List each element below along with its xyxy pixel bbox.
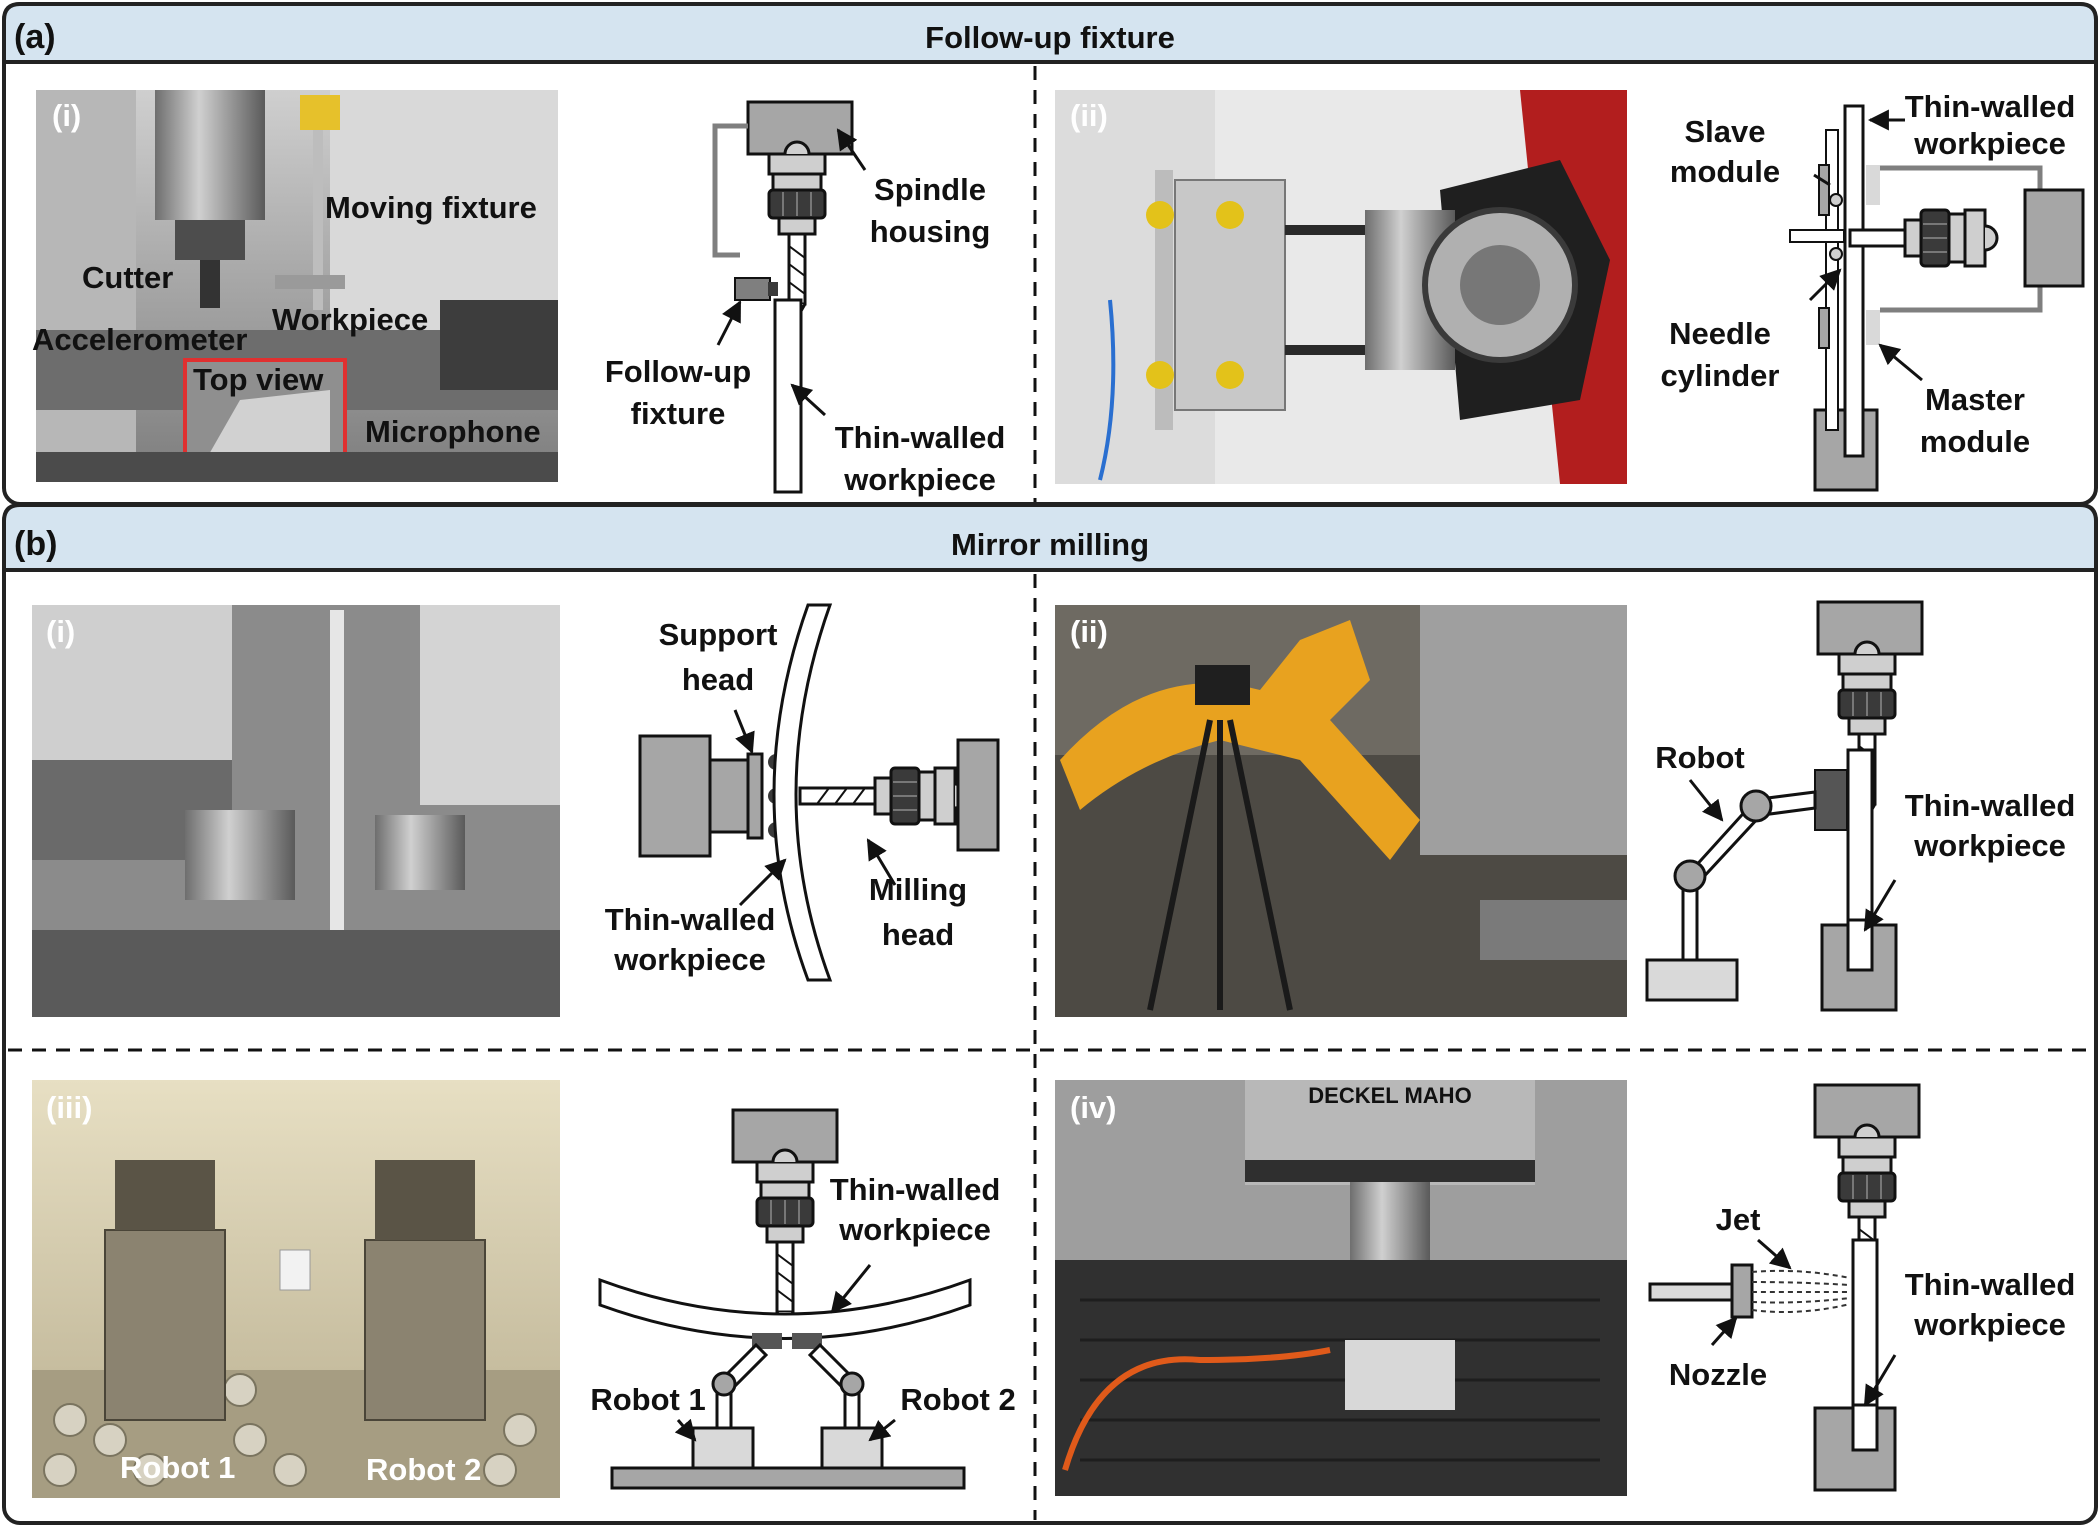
label-cylinder: cylinder xyxy=(1661,358,1780,393)
label-robot-2: Robot 2 xyxy=(900,1382,1015,1417)
photo-label-robot-1: Robot 1 xyxy=(120,1450,235,1485)
label-fixture: fixture xyxy=(631,396,726,431)
jet-streams xyxy=(1751,1269,1851,1313)
label-workpiece: Workpiece xyxy=(272,302,428,337)
photo-a-i: (i) Moving fixture Cutter Workpiece Acce… xyxy=(32,90,558,482)
label-thin-walled: Thin-walled xyxy=(1905,1267,2076,1302)
label-housing: housing xyxy=(870,214,991,249)
label-accelerometer: Accelerometer xyxy=(32,322,247,357)
curved-workpiece xyxy=(598,1277,972,1340)
section-b-header xyxy=(2,503,2098,572)
label-head: head xyxy=(682,662,754,697)
photo-a-ii-tag: (ii) xyxy=(1070,98,1108,133)
photo-label-robot-2: Robot 2 xyxy=(366,1452,481,1487)
label-slave-module: module xyxy=(1670,154,1780,189)
label-support: Support xyxy=(659,617,778,652)
schematic-a-ii: Slave module Thin-walled workpiece Needl… xyxy=(1661,89,2085,492)
label-master: Master xyxy=(1925,382,2025,417)
label-thin-walled: Thin-walled xyxy=(830,1172,1001,1207)
label-thin-walled: Thin-walled xyxy=(1905,89,2076,124)
nozzle-pipe xyxy=(1648,1282,1734,1302)
thin-walled-workpiece xyxy=(1843,104,1865,458)
label-workpiece-a-ii: workpiece xyxy=(1913,126,2066,161)
machine-brand-label: DECKEL MAHO xyxy=(1308,1083,1471,1108)
section-b-title: Mirror milling xyxy=(951,527,1149,562)
label-nozzle: Nozzle xyxy=(1669,1357,1767,1392)
label-milling-head: head xyxy=(882,917,954,952)
schematic-a-i: Spindle housing Follow-up fixture Thin-w… xyxy=(605,100,1006,497)
section-a-tag: (a) xyxy=(14,18,56,56)
label-thin-walled: Thin-walled xyxy=(835,420,1006,455)
label-cutter: Cutter xyxy=(82,260,173,295)
nozzle-body xyxy=(1730,1263,1754,1319)
photo-b-i-tag: (i) xyxy=(46,614,75,649)
photo-a-ii: (ii) xyxy=(1055,90,1627,484)
label-master-module: module xyxy=(1920,424,2030,459)
label-workpiece-b-ii: workpiece xyxy=(1913,828,2066,863)
label-workpiece-b-i: workpiece xyxy=(613,942,766,977)
schematic-b-i: Support head Thin-walled workpiece Milli… xyxy=(605,603,1000,982)
label-needle: Needle xyxy=(1669,316,1771,351)
label-follow-up: Follow-up xyxy=(605,354,751,389)
photo-b-ii-tag: (ii) xyxy=(1070,614,1108,649)
label-robot-1: Robot 1 xyxy=(590,1382,705,1417)
section-a-header xyxy=(2,2,2098,64)
label-microphone: Microphone xyxy=(365,414,541,449)
panel-dividers xyxy=(8,66,2092,1520)
label-workpiece-b-iv: workpiece xyxy=(1913,1307,2066,1342)
label-thin-walled: Thin-walled xyxy=(605,902,776,937)
photo-b-iii: (iii) Robot 1 Robot 2 xyxy=(32,1080,560,1498)
photo-b-i: (i) xyxy=(32,605,560,1017)
schematic-b-ii: Robot Thin-walled workpiece xyxy=(1645,600,2076,1012)
photo-a-i-tag: (i) xyxy=(52,98,81,133)
label-robot: Robot xyxy=(1655,740,1745,775)
label-jet: Jet xyxy=(1716,1202,1761,1237)
label-spindle: Spindle xyxy=(874,172,986,207)
robot-base-plate xyxy=(610,1466,966,1490)
support-head-body xyxy=(638,734,712,858)
label-thin-walled: Thin-walled xyxy=(1905,788,2076,823)
schematic-b-iii: Thin-walled workpiece Robot 1 Robot 2 xyxy=(590,1108,1016,1490)
robot-base xyxy=(1645,958,1739,1002)
label-workpiece-b-iii: workpiece xyxy=(838,1212,991,1247)
label-slave: Slave xyxy=(1684,114,1765,149)
photo-b-iv-tag: (iv) xyxy=(1070,1090,1117,1125)
label-top-view: Top view xyxy=(193,362,324,397)
section-b-tag: (b) xyxy=(14,525,57,563)
label-moving-fixture: Moving fixture xyxy=(325,190,537,225)
follow-up-fixture-part xyxy=(734,277,771,301)
photo-b-ii: (ii) xyxy=(1055,605,1627,1017)
schematic-b-iv: Jet Nozzle Thin-walled workpiece xyxy=(1648,1083,2076,1492)
photo-b-iii-tag: (iii) xyxy=(46,1090,93,1125)
label-milling: Milling xyxy=(869,872,967,907)
thin-walled-workpiece xyxy=(773,298,803,494)
photo-b-iv: (iv) DECKEL MAHO xyxy=(1055,1080,1627,1496)
curved-workpiece xyxy=(772,603,833,982)
section-a-title: Follow-up fixture xyxy=(925,20,1175,55)
label-workpiece-a-i: workpiece xyxy=(843,462,996,497)
needle-cylinder-part xyxy=(1789,229,1845,243)
